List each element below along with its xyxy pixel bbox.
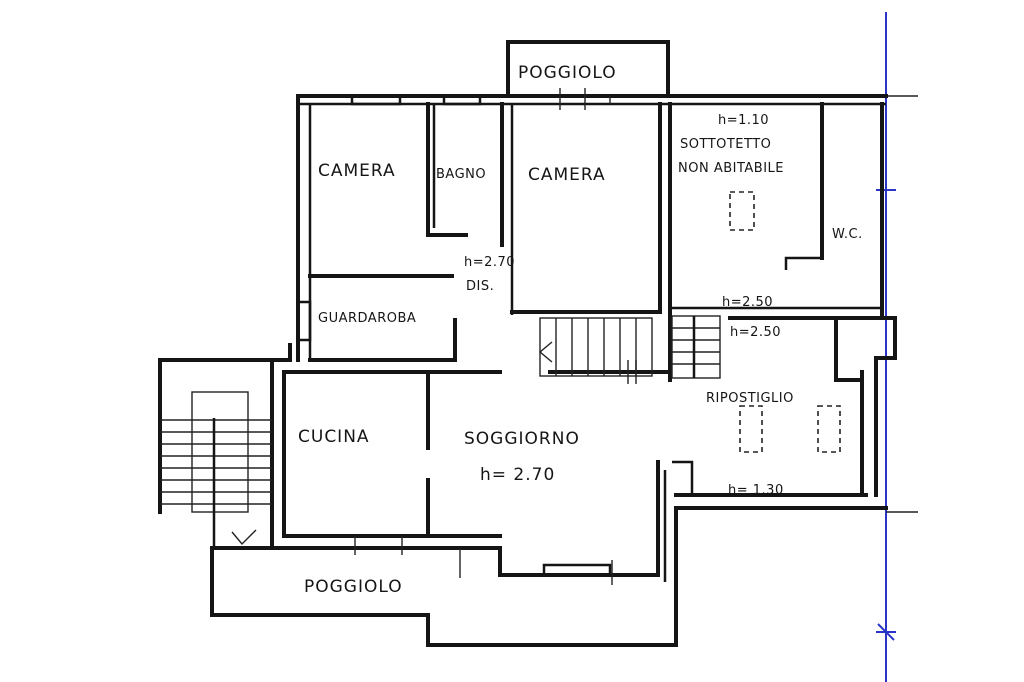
label-camera-2: CAMERA [528,165,606,185]
label-sottotetto-height: h=1.10 [718,113,769,128]
label-cucina: CUCINA [298,427,370,447]
label-soggiorno: SOGGIORNO [464,429,580,449]
label-dis-height: h=2.70 [464,255,515,270]
label-height-250-a: h=2.50 [722,295,773,310]
skylights [729,191,841,453]
label-ripostiglio-height: h= 1.30 [728,483,784,498]
label-sottotetto: SOTTOTETTO [680,137,771,152]
label-camera-1: CAMERA [318,161,396,181]
interior-stairs [538,315,721,384]
outer-walls [210,94,897,647]
label-wc: W.C. [832,227,863,242]
reference-line [876,12,918,682]
outdoor-stairs [158,358,274,548]
label-bagno: BAGNO [436,167,486,182]
interior-walls [282,102,897,538]
room-labels: CAMERA BAGNO CAMERA h=1.10 SOTTOTETTO NO… [298,63,863,597]
label-ripostiglio: RIPOSTIGLIO [706,391,794,406]
label-guardaroba: GUARDAROBA [318,311,416,326]
label-poggiolo-bottom: POGGIOLO [304,577,403,597]
label-non-abitabile: NON ABITABILE [678,161,784,176]
windows [296,88,613,585]
label-height-250-b: h=2.50 [730,325,781,340]
label-dis: DIS. [466,279,494,294]
top-balcony [506,40,670,98]
label-soggiorno-height: h= 2.70 [480,465,555,485]
label-poggiolo-top: POGGIOLO [518,63,617,83]
